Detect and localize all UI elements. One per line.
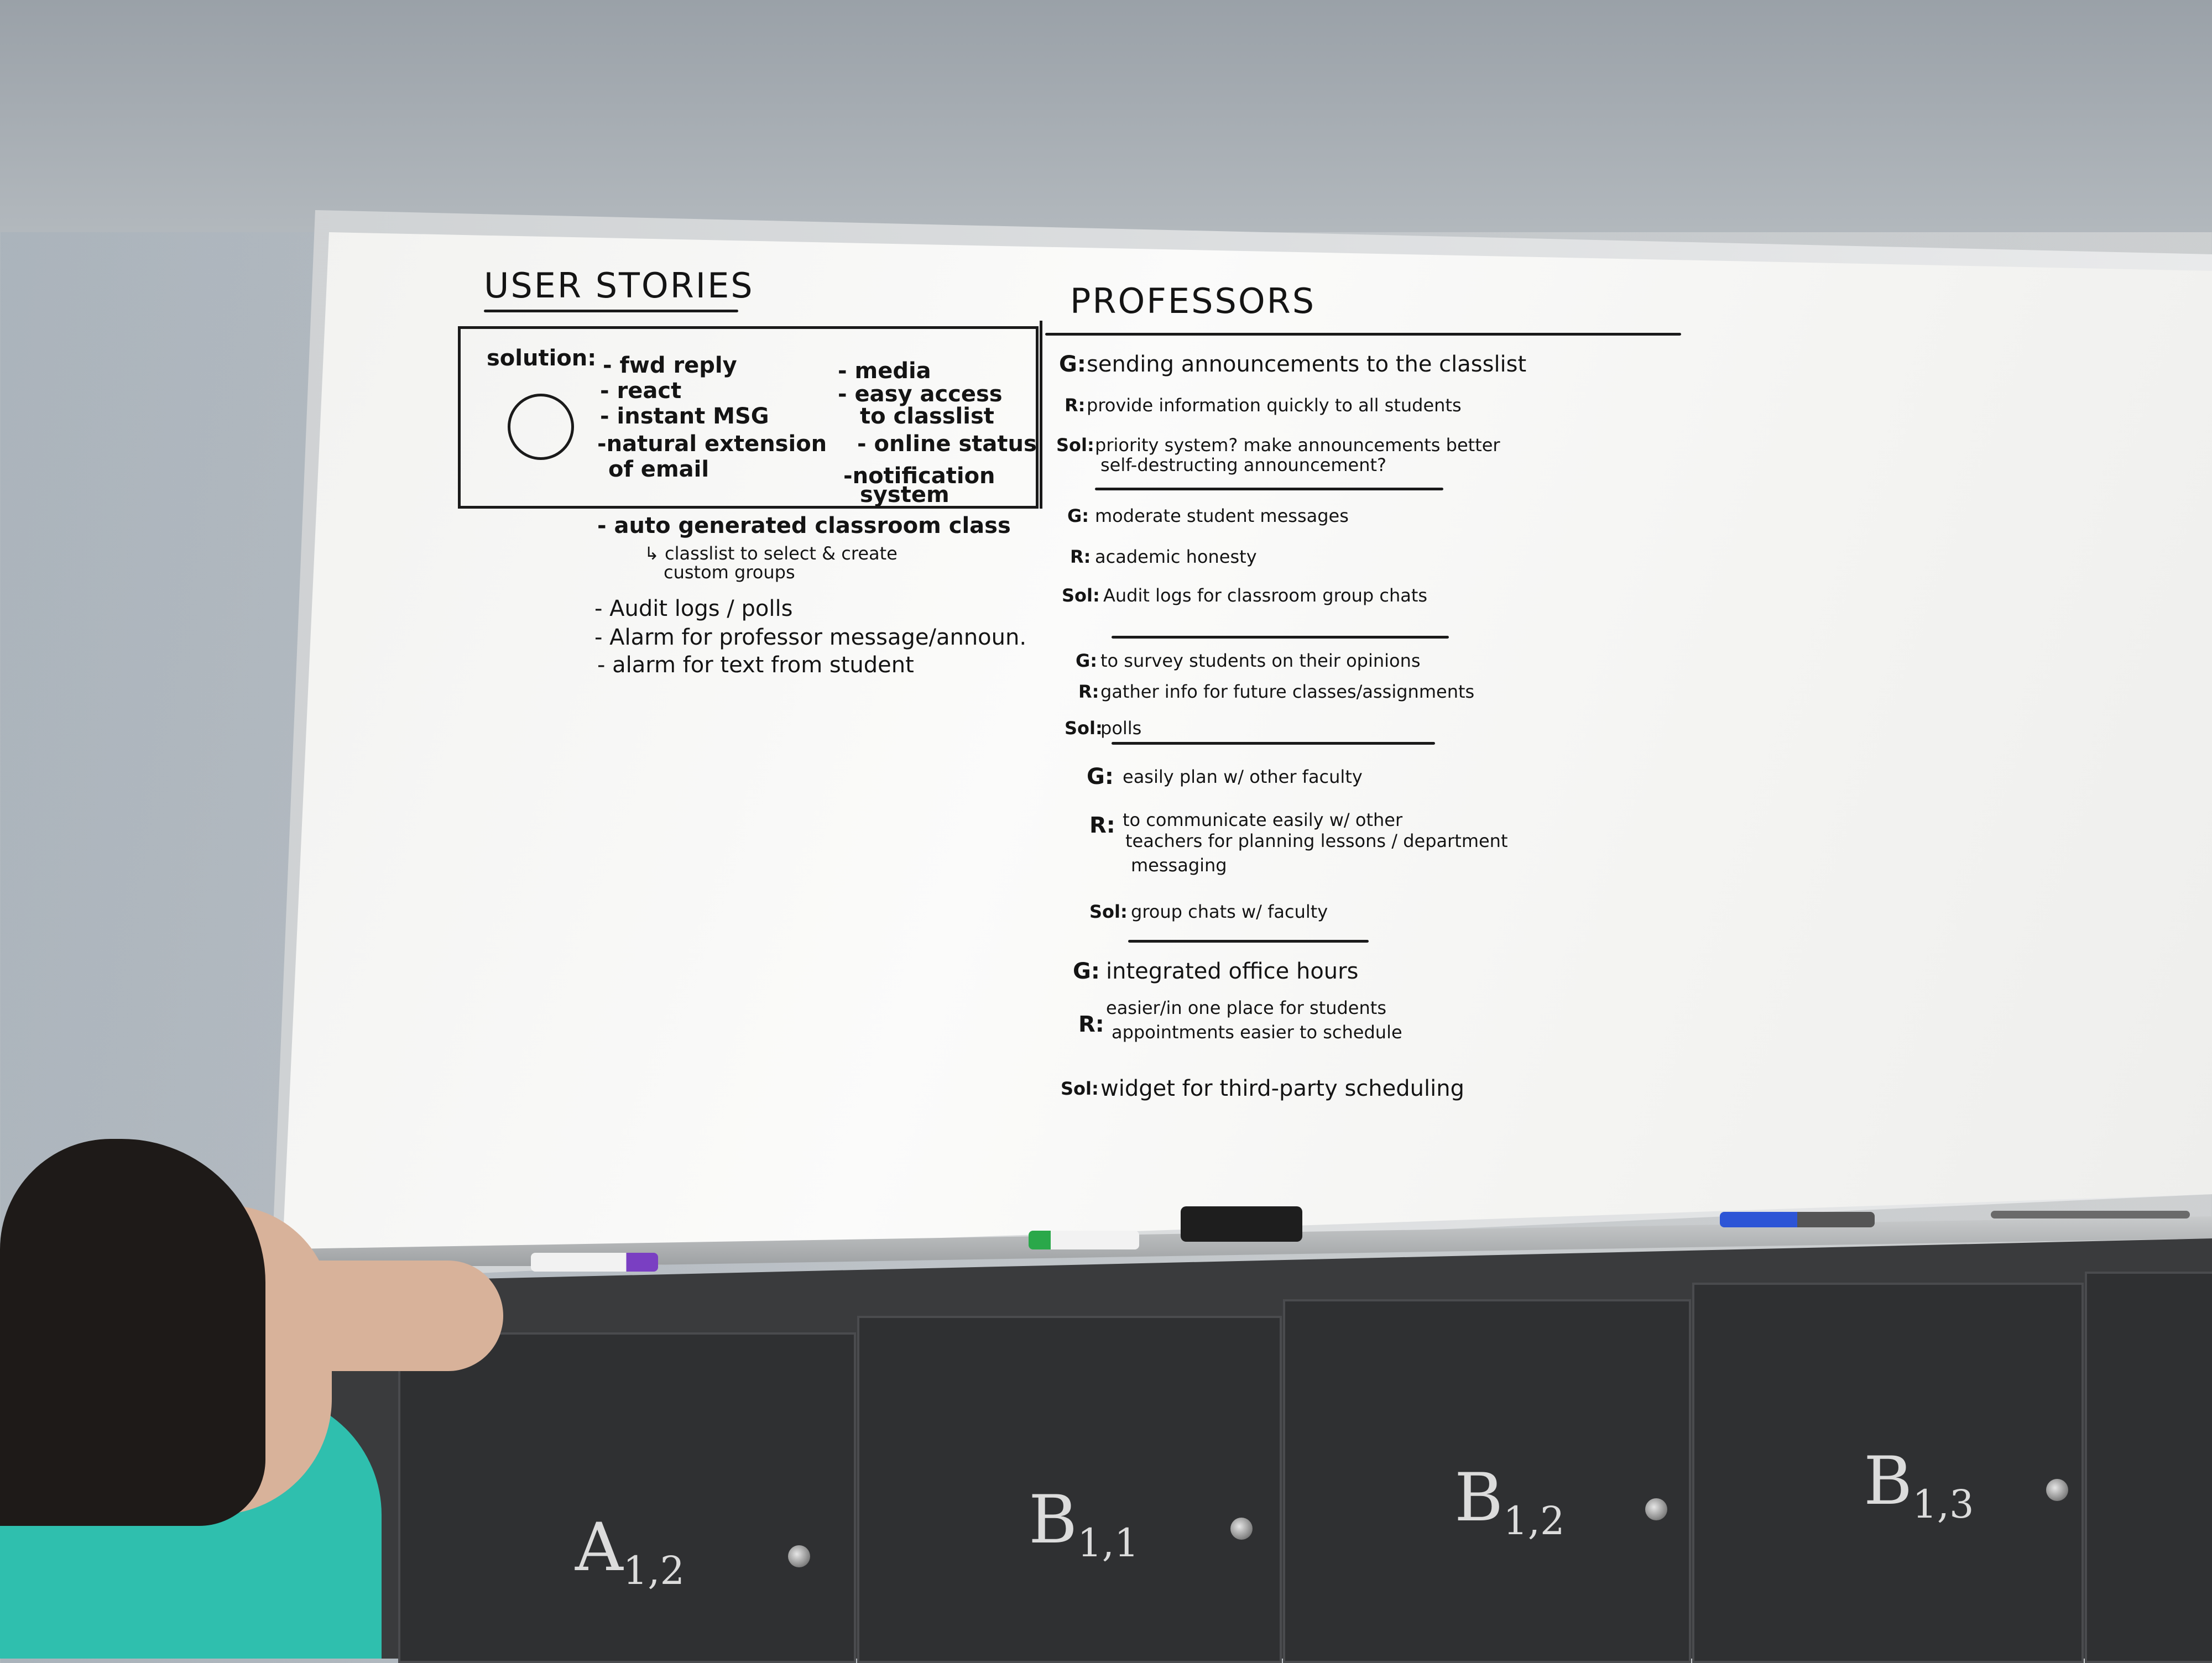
reason-text: messaging [1131, 855, 1227, 876]
solution-text: group chats w/ faculty [1131, 901, 1328, 922]
reason-text: appointments easier to schedule [1112, 1022, 1402, 1043]
story-separator [1112, 742, 1435, 745]
solution-item: of email [608, 457, 709, 482]
purple-marker[interactable] [531, 1253, 658, 1272]
cabinet-lock-icon[interactable] [1230, 1518, 1253, 1540]
solution-text: polls [1100, 718, 1142, 739]
professors-title: PROFESSORS [1070, 281, 1316, 321]
solution-marker: Sol: [1089, 901, 1128, 922]
solution-heading: solution: [487, 346, 597, 371]
blue-marker[interactable] [1720, 1212, 1875, 1227]
solution-marker: Sol: [1056, 435, 1094, 456]
cabinet-panel [1283, 1299, 1691, 1663]
goal-marker: G: [1073, 959, 1100, 984]
reason-marker: R: [1089, 813, 1115, 838]
pen[interactable] [1991, 1211, 2190, 1219]
cabinet-lock-icon[interactable] [1645, 1498, 1667, 1520]
cabinet-lock-icon[interactable] [788, 1545, 810, 1567]
reason-text: teachers for planning lessons / departme… [1125, 830, 1508, 851]
goal-marker: G: [1067, 505, 1089, 526]
goal-text: to survey students on their opinions [1100, 650, 1421, 671]
cabinet-label-b12: B1,2 [1454, 1460, 1565, 1544]
user-story-item: - alarm for text from student [597, 652, 914, 678]
cabinet-panel [2085, 1272, 2212, 1663]
cabinet-label-b11: B1,1 [1029, 1482, 1139, 1566]
person-hair [0, 1139, 265, 1526]
solution-item: system [860, 482, 950, 508]
reason-marker: R: [1070, 546, 1091, 567]
solution-marker: Sol: [1061, 1078, 1099, 1099]
cabinet-panel [857, 1316, 1282, 1663]
user-story-item: - auto generated classroom class [597, 513, 1011, 538]
reason-text: academic honesty [1095, 546, 1257, 567]
solution-item: -notification [843, 463, 995, 489]
green-marker[interactable] [1029, 1231, 1139, 1249]
solution-item: - fwd reply [603, 353, 737, 378]
cabinet-lock-icon[interactable] [2046, 1479, 2068, 1501]
goal-text: sending announcements to the classlist [1087, 352, 1527, 377]
whiteboard [282, 232, 2212, 1261]
reason-marker: R: [1065, 395, 1086, 416]
goal-text: easily plan w/ other faculty [1123, 766, 1363, 787]
user-story-item: - Alarm for professor message/announ. [594, 625, 1027, 650]
column-divider [1040, 321, 1042, 509]
cabinet-panel [1692, 1283, 2084, 1663]
user-story-item: custom groups [664, 562, 795, 583]
solution-item: - instant MSG [600, 404, 769, 429]
user-story-item: ↳ classlist to select & create [644, 543, 898, 564]
goal-text: moderate student messages [1095, 505, 1349, 526]
solution-item: - media [838, 358, 931, 384]
solution-marker: Sol: [1062, 585, 1100, 606]
solution-text: Audit logs for classroom group chats [1103, 585, 1428, 606]
reason-text: to communicate easily w/ other [1123, 809, 1403, 830]
solution-text: self-destructing announcement? [1100, 454, 1387, 475]
smiley-face-icon [508, 394, 574, 460]
user-stories-title: USER STORIES [484, 265, 754, 306]
goal-marker: G: [1059, 352, 1086, 377]
solution-text: widget for third-party scheduling [1100, 1076, 1464, 1101]
solution-item: -natural extension [597, 431, 827, 457]
cabinet-panel [398, 1332, 856, 1663]
solution-text: priority system? make announcements bett… [1095, 435, 1500, 456]
professors-underline [1045, 333, 1681, 336]
title-underline [484, 310, 738, 312]
user-story-item: - Audit logs / polls [594, 596, 793, 621]
solution-marker: Sol: [1065, 718, 1103, 739]
reason-text: provide information quickly to all stude… [1087, 395, 1462, 416]
reason-marker: R: [1078, 1012, 1104, 1037]
cabinet-label-a12: A1,2 [575, 1509, 685, 1593]
solution-item: - react [600, 378, 682, 404]
wall [0, 0, 2212, 232]
goal-marker: G: [1076, 650, 1098, 671]
solution-item: - easy access [838, 381, 1003, 407]
reason-marker: R: [1078, 681, 1099, 702]
goal-text: integrated office hours [1106, 959, 1359, 984]
story-separator [1112, 636, 1449, 639]
reason-text: gather info for future classes/assignmen… [1100, 681, 1475, 702]
cabinet-label-b13: B1,3 [1864, 1443, 1974, 1527]
solution-item: - online status [857, 431, 1037, 457]
reason-text: easier/in one place for students [1106, 997, 1386, 1018]
story-separator [1095, 488, 1443, 490]
eraser[interactable] [1181, 1206, 1302, 1242]
solution-box [458, 326, 1039, 509]
solution-item: to classlist [860, 404, 994, 429]
goal-marker: G: [1087, 764, 1114, 789]
story-separator [1128, 940, 1369, 943]
